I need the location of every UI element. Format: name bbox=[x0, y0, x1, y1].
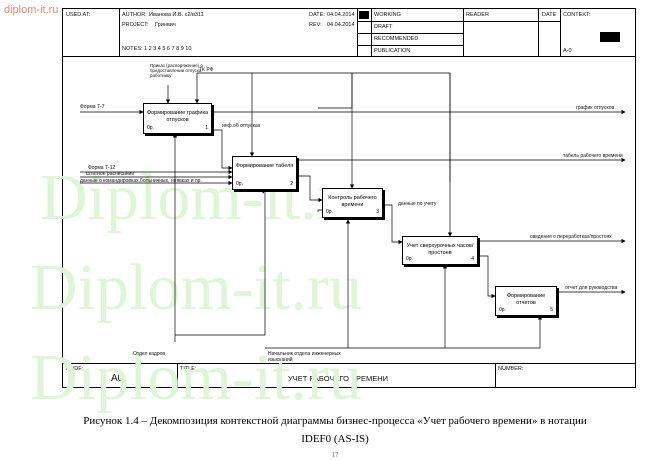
watermark-line-3: Diplom-it.ru bbox=[30, 341, 362, 414]
page-number: 17 bbox=[331, 451, 339, 459]
label-otdel-kadrov: Отдел кадров bbox=[133, 351, 166, 357]
label-svedenia: сведения о переработках/простоях bbox=[530, 234, 612, 240]
context-thumbnail bbox=[600, 32, 620, 42]
activity-box-4[interactable]: Учет сверхурочных часов/простоев 0р. 4 bbox=[402, 236, 478, 265]
number-label: NUMBER: bbox=[498, 366, 524, 372]
used-at-label: USED AT: bbox=[66, 12, 91, 18]
box-1-title: Формирование графика отпусков bbox=[146, 110, 209, 123]
project-value: Гринвич bbox=[155, 22, 176, 28]
status-recommended: RECOMMENDED bbox=[374, 36, 419, 42]
label-tk-rf: ТК РФ bbox=[199, 67, 214, 73]
label-nachalnik: Начальник отдела инженерных изысканий bbox=[268, 351, 341, 363]
label-shtat: штатное расписание bbox=[86, 171, 135, 177]
activity-box-1[interactable]: Формирование графика отпусков 0р. 1 bbox=[143, 103, 212, 134]
box-1-cost: 0р. bbox=[147, 125, 154, 131]
figure-caption-line-2: IDEF0 (AS-IS) bbox=[301, 433, 369, 445]
context-node: A-0 bbox=[563, 48, 572, 54]
box-4-number: 4 bbox=[471, 256, 474, 262]
date-value: 04.04.2014 bbox=[327, 12, 355, 18]
figure-caption-line-1: Рисунок 1.4 – Декомпозиция контекстной д… bbox=[83, 415, 587, 427]
watermark-line-1: Diplom-it.ru bbox=[40, 161, 372, 234]
activity-box-5[interactable]: Формирование отчетов 0р. 5 bbox=[495, 286, 557, 316]
box-2-title: Формирование табеля bbox=[235, 163, 294, 169]
diagram-footer: NODE: A0 TITLE: УЧЕТ РАБОЧЕГО ВРЕМЕНИ NU… bbox=[63, 363, 635, 388]
notes-label: NOTES: 1 2 3 4 5 6 7 8 9 10 bbox=[122, 46, 192, 52]
label-grafik: график отпусков bbox=[576, 105, 615, 111]
node-label: NODE: bbox=[66, 366, 84, 372]
arrow-nachalnik-5 bbox=[265, 315, 543, 349]
box-5-title: Формирование отчетов bbox=[506, 293, 546, 306]
box-2-cost: 0р. bbox=[236, 181, 243, 187]
arrow-inf-otpusk bbox=[212, 129, 233, 171]
node-value: A0 bbox=[111, 373, 124, 384]
box-3-cost: 0р. bbox=[326, 209, 333, 215]
label-prikaz: Приказ (распоряжение) о предоставлении о… bbox=[150, 63, 203, 78]
label-otchet: отчет для руководства bbox=[565, 285, 618, 291]
box-3-number: 3 bbox=[376, 209, 379, 215]
arrow-dannye-uchet bbox=[383, 204, 403, 245]
diagram-header: USED AT: AUTHOR: Иванова И.В. с2/в311 PR… bbox=[63, 9, 635, 57]
working-status-marker bbox=[359, 11, 369, 19]
title-value: УЧЕТ РАБОЧЕГО ВРЕМЕНИ bbox=[288, 374, 389, 383]
label-inf-otpusk: инф.об отпусках bbox=[222, 123, 261, 129]
context-label: CONTEXT: bbox=[563, 12, 591, 18]
activity-box-3[interactable]: Контроль рабочего времени 0р. 3 bbox=[322, 188, 383, 218]
label-dannye-uchet: данные по учету bbox=[398, 201, 437, 207]
date-label: DATE: bbox=[309, 12, 325, 18]
reader-date-label: DATE bbox=[542, 12, 557, 18]
reader-label: READER bbox=[466, 12, 489, 18]
box-4-cost: 0р. bbox=[406, 256, 413, 262]
box-3-title: Контроль рабочего времени bbox=[328, 195, 377, 208]
title-label: TITLE: bbox=[180, 366, 197, 372]
rev-value: 04.04.2014 bbox=[327, 22, 355, 28]
label-forma-t12: Форма Т-12 bbox=[88, 165, 116, 171]
activity-box-2[interactable]: Формирование табеля 0р. 2 bbox=[232, 156, 297, 190]
site-watermark: diplom-it.ru bbox=[4, 4, 59, 16]
status-working: WORKING bbox=[374, 12, 401, 18]
label-dannye-kom: данные о командировках,больничных, неявк… bbox=[80, 178, 202, 184]
box-5-cost: 0р. bbox=[499, 307, 506, 313]
arrow-otdel-kadrov-2 bbox=[260, 189, 266, 194]
status-draft: DRAFT bbox=[374, 24, 393, 30]
arrow-to-box3 bbox=[297, 175, 323, 203]
label-forma-t7: Форма Т-7 bbox=[80, 104, 105, 110]
box-2-number: 2 bbox=[290, 181, 293, 187]
arrow-to-box5 bbox=[478, 255, 496, 299]
label-tabel: табель рабочего времени bbox=[563, 153, 623, 159]
status-publication: PUBLICATION bbox=[374, 48, 411, 54]
box-4-title: Учет сверхурочных часов/простоев bbox=[406, 243, 474, 256]
box-5-number: 5 bbox=[550, 307, 553, 313]
box-1-number: 1 bbox=[205, 125, 208, 131]
watermark-line-2: Diplom-it.ru bbox=[30, 251, 362, 324]
author-value: Иванова И.В. с2/в311 bbox=[149, 12, 204, 18]
rev-label: REV: bbox=[309, 22, 322, 28]
author-label: AUTHOR: bbox=[122, 12, 147, 18]
project-label: PROJECT: bbox=[122, 22, 149, 28]
idef0-diagram-frame: USED AT: AUTHOR: Иванова И.В. с2/в311 PR… bbox=[62, 8, 636, 388]
